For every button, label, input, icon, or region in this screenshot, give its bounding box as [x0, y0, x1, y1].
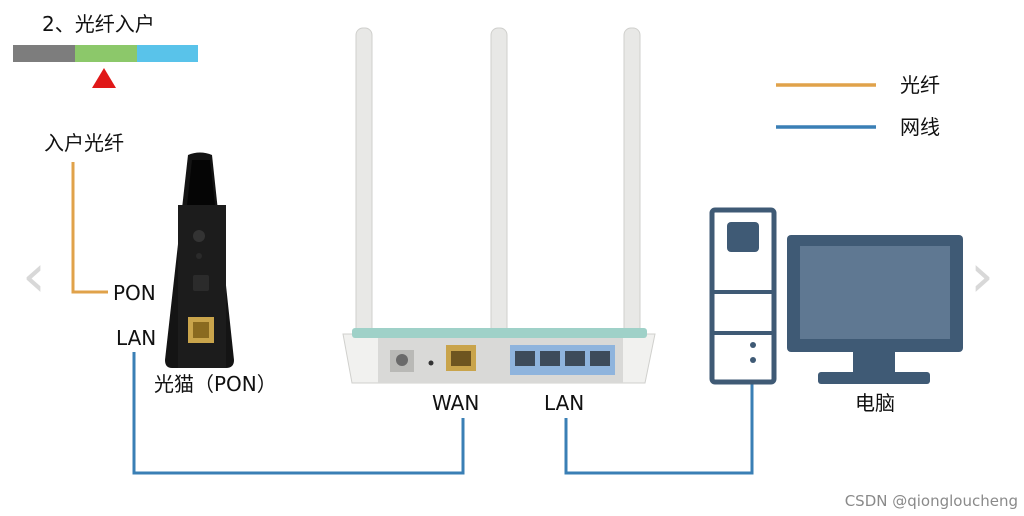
watermark: CSDN @qiongloucheng: [844, 492, 1018, 510]
progress-bar: [13, 45, 198, 62]
modem-lan-label: LAN: [116, 326, 157, 350]
fiber-line: [71, 162, 108, 294]
pc-tower: [709, 207, 777, 385]
antenna-left: [355, 27, 373, 381]
progress-segment-gray: [13, 45, 75, 62]
chevron-left-icon[interactable]: ‹: [22, 241, 46, 311]
antenna-right: [623, 27, 641, 381]
router-lan-label: LAN: [544, 391, 585, 415]
optical-modem: [165, 152, 234, 368]
antenna-middle: [490, 27, 508, 381]
incoming-fiber-label: 入户光纤: [44, 131, 124, 155]
step-title: 2、光纤入户: [42, 12, 155, 36]
router: [342, 27, 656, 384]
current-step-marker: [92, 68, 116, 88]
computer-label: 电脑: [855, 391, 895, 415]
progress-segment-green: [75, 45, 137, 62]
router-wan-label: WAN: [432, 391, 480, 415]
legend-fiber-label: 光纤: [900, 73, 940, 97]
chevron-right-icon[interactable]: ›: [970, 241, 994, 311]
monitor: [787, 235, 963, 384]
cable-router-to-pc: [564, 382, 754, 475]
cable-modem-to-router: [132, 352, 465, 475]
progress-segment-blue: [137, 45, 198, 62]
pon-port-label: PON: [113, 281, 156, 305]
modem-name-label: 光猫（PON）: [154, 372, 277, 396]
legend-network-label: 网线: [900, 115, 940, 139]
